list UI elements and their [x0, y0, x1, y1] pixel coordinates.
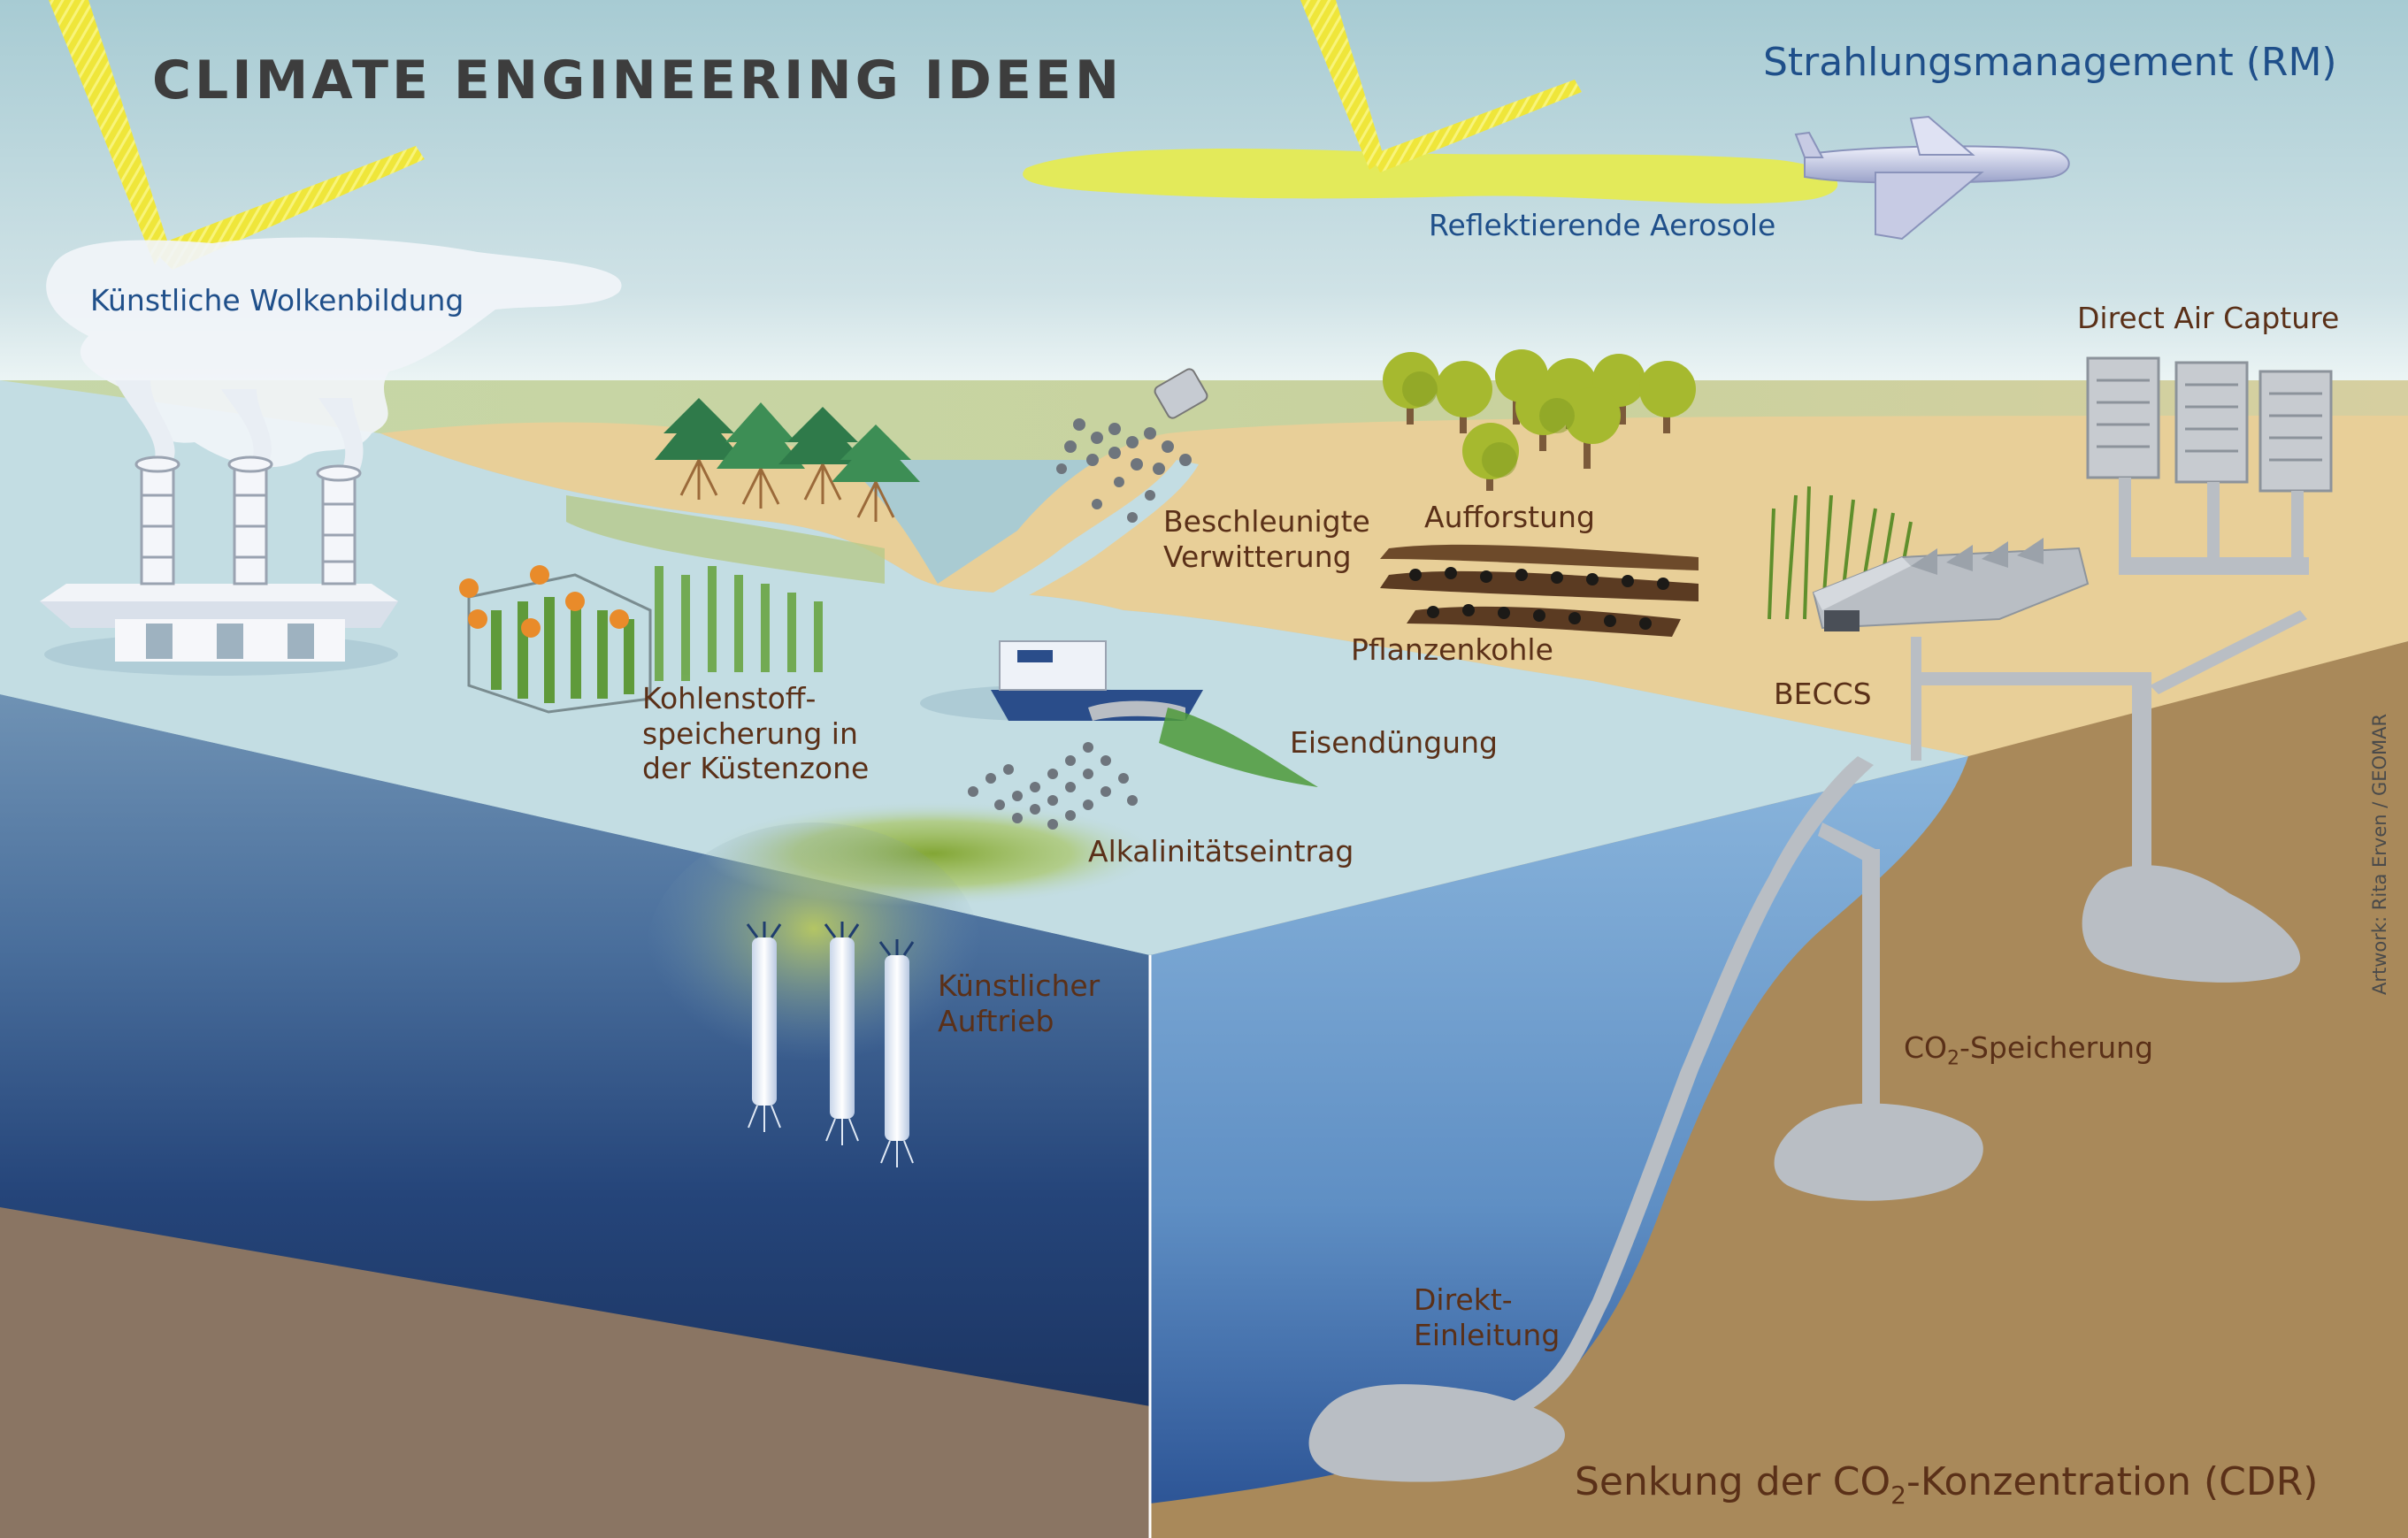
label-iron-fertilisation: Eisendüngung: [1290, 725, 1498, 760]
label-co2-storage: CO2-Speicherung: [1904, 1030, 2153, 1071]
section-cdr-suffix: -Konzentration (CDR): [1906, 1459, 2319, 1504]
biochar-rows: [1380, 544, 1699, 637]
river: [964, 460, 1199, 619]
label-coastal-line1: Kohlenstoff-: [642, 681, 817, 715]
page-title: CLIMATE ENGINEERING IDEEN: [152, 50, 1123, 111]
upwelling-glow: [646, 823, 982, 1088]
label-co2-storage-prefix: CO: [1904, 1030, 1948, 1065]
artificial-cloud: [46, 237, 622, 468]
label-co2-storage-sub: 2: [1947, 1047, 1960, 1070]
co2-pipes: [1308, 610, 2307, 1482]
mangroves: [566, 398, 920, 584]
cloud-plume-3: [318, 398, 364, 473]
cloud-plume-1: [115, 380, 175, 469]
label-weathering: Beschleunigte Verwitterung: [1163, 504, 1370, 574]
section-cdr-sub: 2: [1890, 1480, 1906, 1510]
label-upwelling-line1: Künstlicher: [938, 968, 1100, 1003]
weathering-rocks: [1056, 368, 1208, 523]
aerosol-layer: [1023, 148, 1838, 204]
sun-beam-aerosol: [1300, 0, 1384, 170]
label-direct-air-capture: Direct Air Capture: [2077, 301, 2340, 335]
upwelling-tubes: [746, 922, 915, 1167]
label-coastal-storage: Kohlenstoff- speicherung in der Küstenzo…: [642, 681, 869, 786]
label-direct-line2: Einleitung: [1414, 1317, 1561, 1352]
cloud-plume-2: [221, 389, 272, 469]
label-afforestation: Aufforstung: [1424, 500, 1595, 534]
label-direct-injection: Direkt- Einleitung: [1414, 1282, 1560, 1352]
label-upwelling: Künstlicher Auftrieb: [938, 968, 1100, 1038]
beccs-plant: [1768, 486, 2090, 631]
forest: [1383, 349, 1696, 491]
label-alkalinity: Alkalinitätseintrag: [1088, 834, 1354, 868]
aircraft: [1794, 115, 2070, 241]
label-artificial-cloud: Künstliche Wolkenbildung: [90, 283, 464, 318]
alkalinity-grains: [968, 742, 1138, 830]
label-coastal-line3: der Küstenzone: [642, 751, 870, 786]
section-cdr-prefix: Senkung der CO: [1575, 1459, 1891, 1504]
ocean-front-face: [0, 694, 1150, 1406]
label-beccs: BECCS: [1774, 677, 1872, 711]
section-rm-title: Strahlungsmanagement (RM): [1763, 40, 2337, 85]
cloud-ship: [40, 455, 398, 676]
label-co2-storage-suffix: -Speicherung: [1959, 1030, 2154, 1065]
label-aerosols: Reflektierende Aerosole: [1429, 208, 1776, 242]
sun-beam-aerosol-reflect: [1371, 80, 1582, 172]
label-coastal-line2: speicherung in: [642, 715, 858, 751]
sun-beam-cloud: [49, 0, 168, 265]
label-direct-line1: Direkt-: [1414, 1282, 1513, 1317]
sun-beam-cloud-reflect: [150, 146, 425, 270]
direct-air-capture: [2086, 356, 2333, 575]
ocean-side-face: [1150, 756, 1968, 1504]
ocean-surface: [0, 380, 1968, 955]
label-weathering-line1: Beschleunigte: [1163, 504, 1370, 539]
label-weathering-line2: Verwitterung: [1163, 539, 1352, 574]
label-upwelling-line2: Auftrieb: [938, 1003, 1054, 1038]
label-biochar: Pflanzenkohle: [1351, 632, 1553, 667]
section-cdr-title: Senkung der CO2-Konzentration (CDR): [1575, 1459, 2318, 1510]
iron-ship: [920, 640, 1318, 787]
kelp-cage: [459, 565, 823, 714]
seafloor: [0, 1203, 1150, 1538]
artwork-credit: Artwork: Rita Erven / GEOMAR: [2369, 713, 2390, 995]
